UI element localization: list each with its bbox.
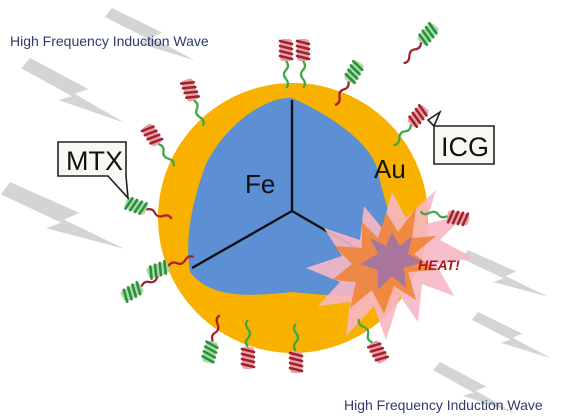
molecule-coil-icon [295, 37, 311, 90]
wave-label-bottom: High Frequency Induction Wave [344, 397, 543, 413]
icg-label: ICG [441, 132, 489, 162]
molecule-coil-icon [139, 121, 181, 171]
icg-callout-box [426, 109, 495, 165]
heat-label: HEAT! [418, 257, 460, 273]
molecule-coil-icon [278, 37, 294, 90]
core-label: Fe [245, 169, 275, 199]
shell-label: Au [374, 154, 406, 184]
heat-burst-overlap [360, 232, 424, 290]
mtx-label: MTX [66, 146, 123, 176]
lightning-bolt-icon [0, 180, 133, 249]
lightning-bolt-icon [467, 311, 558, 359]
molecule-coil-icon [397, 20, 441, 69]
wave-label-top: High Frequency Induction Wave [10, 33, 209, 49]
lightning-bolt-icon [457, 249, 554, 297]
mtx-callout-box [57, 141, 130, 201]
lightning-bolt-icon [14, 56, 135, 123]
